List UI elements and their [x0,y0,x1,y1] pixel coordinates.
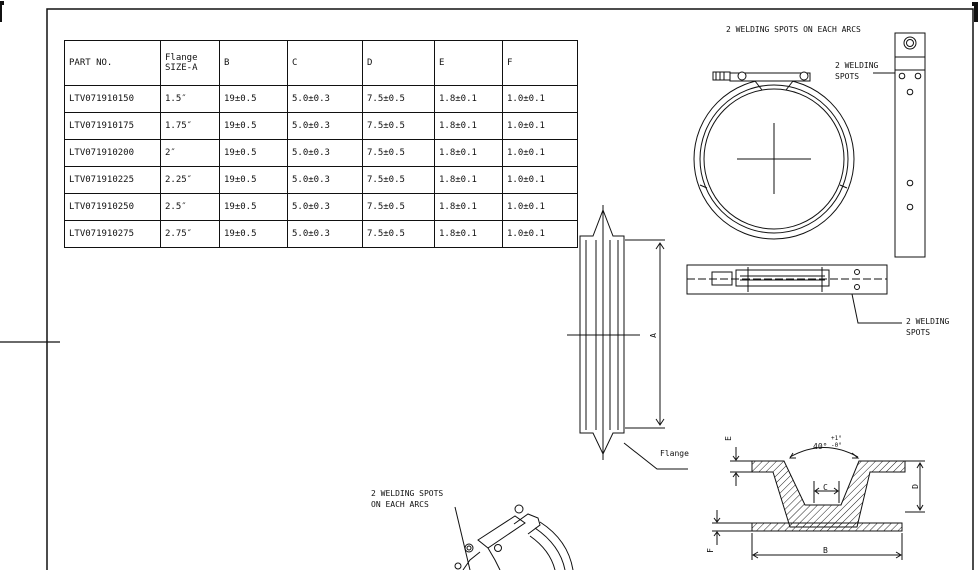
header-e: E [434,40,503,86]
dim-d-label: D [910,484,920,489]
table-cell: 7.5±0.5 [362,166,435,194]
welding-spots-top-label: 2 WELDING SPOTS ON EACH ARCS [726,25,861,34]
table-cell: 7.5±0.5 [362,112,435,140]
flange-label: Flange [660,449,689,458]
corner-mark-right [972,2,978,22]
clamp-isometric-view [454,504,574,570]
header-part-no: PART NO. [64,40,161,86]
clamp-side-view [873,32,926,258]
table-cell: 19±0.5 [219,85,288,113]
table-cell: 1.5″ [160,85,220,113]
table-cell: 5.0±0.3 [287,193,363,221]
dim-c-label: C [823,483,828,492]
table-cell: 19±0.5 [219,220,288,248]
table-cell: 7.5±0.5 [362,193,435,221]
table-row: LTV071910250 2.5″ 19±0.5 5.0±0.3 7.5±0.5… [64,193,578,221]
table-cell: 1.0±0.1 [502,85,578,113]
table-row: LTV071910200 2″ 19±0.5 5.0±0.3 7.5±0.5 1… [64,139,578,167]
table-cell: 1.0±0.1 [502,112,578,140]
table-cell: 19±0.5 [219,193,288,221]
angle-label: 40° [813,442,828,451]
inner-frame [46,8,974,570]
table-cell: LTV071910200 [64,139,161,167]
table-cell: 1.8±0.1 [434,139,503,167]
table-cell: 1.8±0.1 [434,220,503,248]
table-cell: 7.5±0.5 [362,220,435,248]
table-cell: 5.0±0.3 [287,112,363,140]
table-cell: 2.5″ [160,193,220,221]
table-cell: 1.0±0.1 [502,139,578,167]
dim-a-label: A [648,333,658,338]
table-row: LTV071910150 1.5″ 19±0.5 5.0±0.3 7.5±0.5… [64,85,578,113]
table-cell: 1.0±0.1 [502,166,578,194]
table-cell: 1.75″ [160,112,220,140]
clamp-front-view [693,71,855,240]
table-row: LTV071910275 2.75″ 19±0.5 5.0±0.3 7.5±0.… [64,220,578,248]
welding-spots-side-label: 2 WELDING SPOTS [835,61,879,81]
table-cell: 1.0±0.1 [502,193,578,221]
table-cell: 5.0±0.3 [287,85,363,113]
table-cell: 19±0.5 [219,166,288,194]
table-cell: 5.0±0.3 [287,220,363,248]
table-cell: 19±0.5 [219,139,288,167]
header-d: D [362,40,435,86]
dim-b-label: B [823,546,828,555]
header-b: B [219,40,288,86]
table-row: LTV071910175 1.75″ 19±0.5 5.0±0.3 7.5±0.… [64,112,578,140]
angle-tolerance-label: +1° -0° [831,435,842,449]
table-cell: LTV071910275 [64,220,161,248]
table-cell: 19±0.5 [219,112,288,140]
table-cell: 1.8±0.1 [434,166,503,194]
table-cell: 1.0±0.1 [502,220,578,248]
header-f: F [502,40,578,86]
table-cell: 1.8±0.1 [434,112,503,140]
table-cell: LTV071910250 [64,193,161,221]
table-cell: 1.8±0.1 [434,85,503,113]
header-flange-size: Flange SIZE-A [160,40,220,86]
flange-profile [567,205,688,470]
table-cell: LTV071910150 [64,85,161,113]
dim-e-label: E [723,436,733,441]
welding-spots-bottom-label: 2 WELDING SPOTS ON EACH ARCS [371,489,444,509]
table-header-row: PART NO. Flange SIZE-A B C D E F [64,40,578,86]
table-cell: 2″ [160,139,220,167]
parts-spec-table: PART NO. Flange SIZE-A B C D E F LTV0719… [64,40,578,248]
clamp-top-view [686,264,902,324]
dim-f-label: F [705,548,715,553]
header-c: C [287,40,363,86]
table-cell: 5.0±0.3 [287,166,363,194]
table-cell: 1.8±0.1 [434,193,503,221]
welding-spots-right-label: 2 WELDING SPOTS [906,317,950,337]
corner-mark-left [0,1,4,22]
table-cell: 2.25″ [160,166,220,194]
table-row: LTV071910225 2.25″ 19±0.5 5.0±0.3 7.5±0.… [64,166,578,194]
table-cell: 5.0±0.3 [287,139,363,167]
table-cell: 7.5±0.5 [362,139,435,167]
table-cell: LTV071910175 [64,112,161,140]
table-cell: 2.75″ [160,220,220,248]
table-cell: 7.5±0.5 [362,85,435,113]
table-cell: LTV071910225 [64,166,161,194]
section-detail [712,447,925,560]
